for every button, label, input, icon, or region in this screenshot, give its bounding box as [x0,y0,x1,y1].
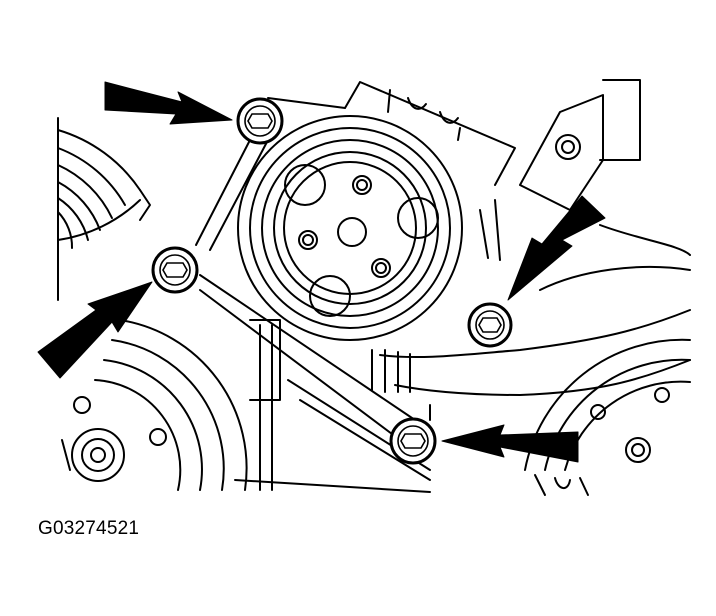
refrigerant-line [371,265,691,396]
arrow-bottom-right [441,424,579,463]
compressor-housing [267,81,516,186]
bolt-left [151,246,199,294]
bolt-bottom [389,417,437,465]
compressor-pulley [237,115,463,341]
left-large-pulley [57,117,151,301]
bolt-right [467,302,513,348]
bolt-upper-left [236,97,284,145]
lower-right-pulley [524,338,691,496]
arrow-top-left [104,81,233,125]
figure-id-label: G03274521 [38,518,140,539]
arrow-left [37,281,153,379]
upper-right-bracket [479,79,691,261]
lower-left-pulley [61,319,248,491]
arrow-right [507,195,606,301]
mounting-bracket-arms [195,139,431,493]
